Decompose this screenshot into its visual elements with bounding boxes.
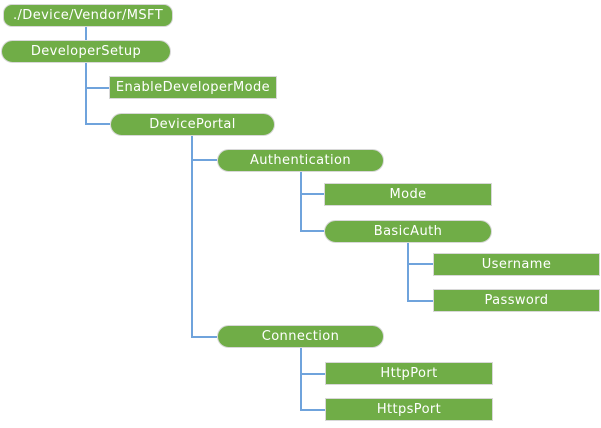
connector-line	[300, 409, 325, 411]
node-deviceportal: DevicePortal	[110, 113, 275, 136]
connector-line	[85, 87, 109, 89]
node-httpsport: HttpsPort	[325, 398, 493, 421]
connector-line	[407, 263, 433, 265]
node-password: Password	[433, 289, 600, 312]
connector-line	[85, 63, 87, 125]
connector-line	[300, 230, 324, 232]
connector-line	[191, 159, 217, 161]
node-enabledevelopermode: EnableDeveloperMode	[109, 76, 277, 99]
node-basicauth: BasicAuth	[324, 220, 492, 243]
node-mode: Mode	[324, 183, 492, 206]
node-httpport: HttpPort	[325, 362, 493, 385]
node-connection: Connection	[217, 325, 384, 348]
connector-line	[300, 348, 302, 411]
connector-line	[300, 172, 302, 232]
connector-line	[85, 27, 87, 41]
connector-line	[191, 336, 217, 338]
node-authentication: Authentication	[217, 149, 384, 172]
node-username: Username	[433, 253, 600, 276]
connector-line	[300, 193, 324, 195]
node-device-vendor-msft: ./Device/Vendor/MSFT	[3, 4, 173, 27]
connector-line	[407, 300, 433, 302]
connector-line	[407, 242, 409, 302]
connector-line	[300, 373, 325, 375]
connector-line	[191, 136, 193, 338]
node-developersetup: DeveloperSetup	[1, 40, 171, 63]
connector-line	[85, 123, 110, 125]
